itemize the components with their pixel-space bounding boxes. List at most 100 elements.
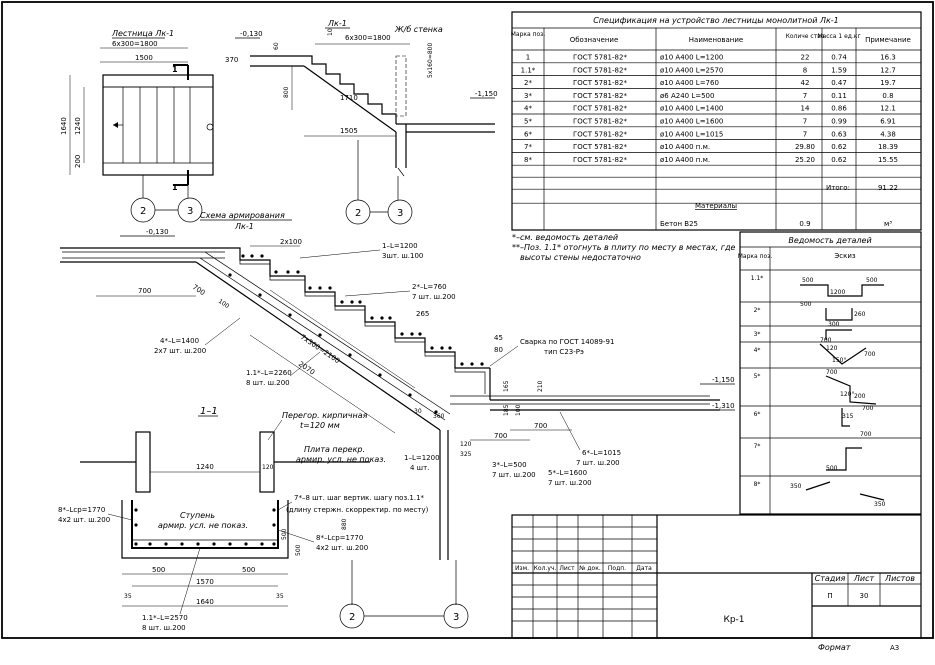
detail-dim: 315 bbox=[842, 413, 854, 420]
spec-cell-name: ø10 А400 L=1015 bbox=[660, 130, 723, 138]
spec-cell-note: 19.7 bbox=[880, 79, 896, 87]
plan-axis-2-label: 2 bbox=[140, 206, 146, 217]
spec-cell-note: 0.8 bbox=[882, 92, 893, 100]
cut-slab: Плита перекр. bbox=[304, 445, 365, 454]
spec-cell-mark: 5* bbox=[524, 118, 532, 126]
plan-cut-mark-bottom: 1 bbox=[172, 183, 178, 192]
reinf-label-6b: 7 шт. ш.200 bbox=[576, 459, 620, 467]
detail-sketch-3 bbox=[825, 329, 852, 340]
spec-cell-qty: 14 bbox=[801, 105, 810, 113]
details-mark: 2* bbox=[754, 307, 761, 314]
spec-cell-mass: 0.74 bbox=[831, 54, 847, 62]
spec-cell-note: 15.55 bbox=[878, 156, 898, 164]
spec-cell-mark: 7* bbox=[524, 143, 532, 151]
reinf-dim-2x100: 2х100 bbox=[280, 238, 302, 246]
section-dim-800: 800 bbox=[283, 86, 290, 98]
reinf-label-weld: Сварка по ГОСТ 14089-91 bbox=[520, 338, 614, 346]
detail-sketch-6 bbox=[841, 408, 850, 427]
spec-cell-note: 16.3 bbox=[880, 54, 896, 62]
spec-header-row: Марка поз. Обозначение Наименование Коли… bbox=[511, 31, 911, 44]
cut-dim-500c: 500 bbox=[295, 544, 302, 556]
spec-cell-code: ГОСТ 5781-82* bbox=[573, 118, 627, 126]
tb-col-header: Лист bbox=[559, 565, 575, 572]
section-dim-60: 60 bbox=[273, 42, 280, 50]
detail-dim: 150° bbox=[832, 357, 846, 364]
reinf-title: Схема армирования bbox=[200, 211, 285, 220]
reinf-dim-700d: 700 bbox=[494, 432, 507, 440]
reinf-dim-700b: 700 bbox=[191, 283, 207, 297]
reinf-dim-45: 45 bbox=[494, 334, 503, 342]
detail-dim: 350 bbox=[874, 501, 886, 508]
spec-cell-mass: 0.99 bbox=[831, 118, 847, 126]
section-dim-1505: 1505 bbox=[340, 127, 358, 135]
section-level: -0,130 bbox=[240, 30, 263, 38]
reinf-dim-210: 210 bbox=[537, 380, 544, 392]
reinf-level: -0,130 bbox=[146, 228, 169, 236]
section-axis-3-label: 3 bbox=[397, 208, 403, 219]
detail-sketch-2 bbox=[825, 308, 853, 321]
tb-col-header: Кол.уч. bbox=[534, 565, 557, 572]
detail-dim: 350 bbox=[790, 483, 802, 490]
spec-cell-mark: 2* bbox=[524, 79, 532, 87]
cut-step-b: армир. усл. не показ. bbox=[158, 521, 248, 530]
spec-concrete-unit: м³ bbox=[884, 220, 892, 228]
detail-sketch-4 bbox=[819, 343, 867, 365]
cut-dim-500d: 500 bbox=[281, 528, 288, 540]
spec-header-name: Наименование bbox=[689, 36, 743, 44]
spec-cell-qty: 22 bbox=[801, 54, 810, 62]
details-mark: 1.1* bbox=[751, 275, 764, 282]
reinf-dim-30: 30 bbox=[414, 408, 422, 415]
cut-bar-11-b: 8 шт. ш.200 bbox=[142, 624, 186, 632]
spec-cell-note: 12.1 bbox=[880, 105, 896, 113]
section-axis-2-label: 2 bbox=[355, 208, 361, 219]
plan-dim-200: 200 bbox=[74, 155, 82, 168]
notes: *–см. ведомость деталей **–Поз. 1.1* ото… bbox=[512, 233, 735, 262]
cut-bar-8a-b: 4х2 шт. ш.200 bbox=[58, 516, 110, 524]
reinf-label-5b: 7 шт. ш.200 bbox=[548, 479, 592, 487]
detail-dim: 700 bbox=[820, 337, 832, 344]
cut-step: Ступень bbox=[180, 511, 215, 520]
note-line-2: **–Поз. 1.1* отогнуть в плиту по месту в… bbox=[512, 243, 735, 252]
stair-section-top: Лк-1 -0,130 6х300=1800 Ж/б стенка 370 60… bbox=[225, 19, 498, 225]
spec-cell-mark: 3* bbox=[524, 92, 532, 100]
spec-header-mark: Марка поз. bbox=[511, 31, 546, 38]
spec-cell-code: ГОСТ 5781-82* bbox=[573, 156, 627, 164]
details-col-mark: Марка поз. bbox=[738, 253, 773, 260]
note-line-1: *–см. ведомость деталей bbox=[512, 233, 618, 242]
reinf-dim-265: 265 bbox=[416, 310, 429, 318]
spec-cell-mark: 4* bbox=[524, 105, 532, 113]
reinf-label-1c: 1–L=1200 bbox=[404, 454, 440, 462]
spec-cell-mark: 8* bbox=[524, 156, 532, 164]
plan-cut-mark-top: 1 bbox=[172, 65, 178, 74]
detail-dim: 200 bbox=[854, 393, 866, 400]
detail-sketch-7 bbox=[826, 447, 862, 471]
spec-cell-mark: 6* bbox=[524, 130, 532, 138]
reinf-label-3b: 7 шт. ш.200 bbox=[492, 471, 536, 479]
spec-cell-code: ГОСТ 5781-82* bbox=[573, 130, 627, 138]
spec-cell-code: ГОСТ 5781-82* bbox=[573, 143, 627, 151]
tb-col-header: Подп. bbox=[608, 565, 626, 572]
spec-cell-mark: 1 bbox=[526, 54, 530, 62]
reinf-dim-100b: 100 bbox=[515, 404, 522, 416]
cut-bar-7: 7*–8 шт. шаг вертик. шагу поз.1.1* bbox=[294, 494, 425, 502]
detail-sketch-1-1 bbox=[800, 284, 884, 297]
spec-cell-code: ГОСТ 5781-82* bbox=[573, 92, 627, 100]
cut-bar-11: 1.1*–L=2570 bbox=[142, 614, 188, 622]
cut-bar-8a: 8*–Lср=1770 bbox=[58, 506, 105, 514]
spec-cell-code: ГОСТ 5781-82* bbox=[573, 54, 627, 62]
reinf-dim-360: 360 bbox=[433, 413, 445, 420]
tb-sheet-value: 30 bbox=[860, 592, 869, 600]
cut-bar-8b: 8*–Lср=1770 bbox=[316, 534, 363, 542]
details-table: Ведомость деталей Марка поз. Эскиз 1.1*2… bbox=[738, 231, 922, 515]
cut-dim-1240: 1240 bbox=[196, 463, 214, 471]
detail-dim: 260 bbox=[854, 311, 866, 318]
details-mark: 4* bbox=[754, 347, 761, 354]
sheet-frame bbox=[1, 1, 934, 639]
tb-format-label: Формат bbox=[818, 643, 851, 652]
cut-dim-35a: 35 bbox=[124, 593, 132, 600]
section-dim-steps: 6х300=1800 bbox=[345, 34, 391, 42]
